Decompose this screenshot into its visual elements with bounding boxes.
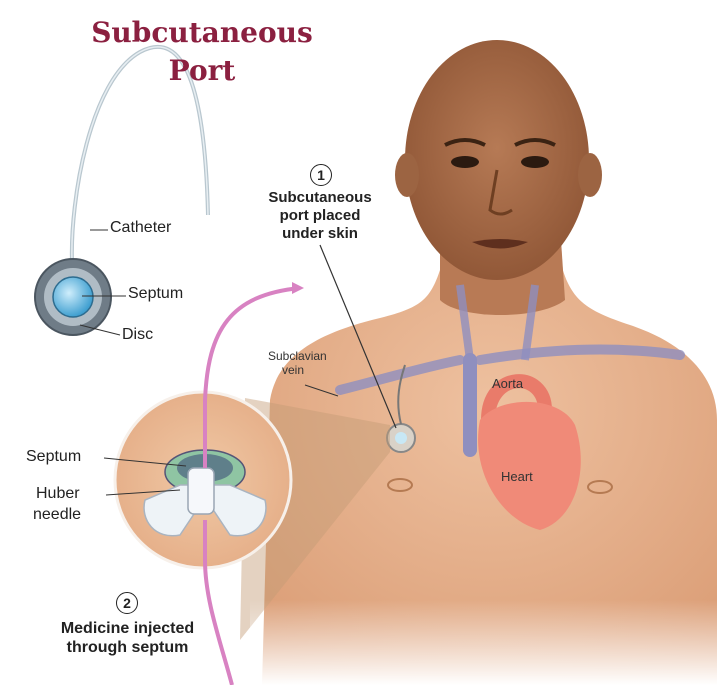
port-septum (53, 277, 93, 317)
septum-zoom-label: Septum (26, 448, 81, 466)
step2-number: 2 (116, 592, 138, 614)
right-ear (578, 153, 602, 197)
left-eye (451, 156, 479, 168)
septum-label: Septum (128, 285, 183, 303)
step2-line-2: through septum (20, 639, 235, 657)
subclavian-label-line-1: Subclavian (268, 349, 327, 363)
heart-label: Heart (501, 469, 533, 484)
huber-label-line-2: needle (33, 506, 81, 524)
huber-hub (188, 468, 214, 514)
step1-line-1: Subcutaneous (245, 189, 395, 207)
tube-arrow (292, 282, 304, 294)
subclavian-label-line-2: vein (282, 363, 304, 377)
aorta-label: Aorta (492, 376, 523, 391)
step1-line-2: port placed (245, 207, 395, 225)
title-line-1: Subcutaneous (88, 16, 316, 49)
disc-label: Disc (122, 326, 153, 344)
step2-line-1: Medicine injected (20, 620, 235, 638)
huber-label-line-1: Huber (36, 485, 80, 503)
right-eye (521, 156, 549, 168)
step1-line-3: under skin (245, 225, 395, 243)
catheter-label: Catheter (110, 219, 171, 237)
title-line-2: Port (88, 54, 316, 87)
step1-number: 1 (310, 164, 332, 186)
left-ear (395, 153, 419, 197)
